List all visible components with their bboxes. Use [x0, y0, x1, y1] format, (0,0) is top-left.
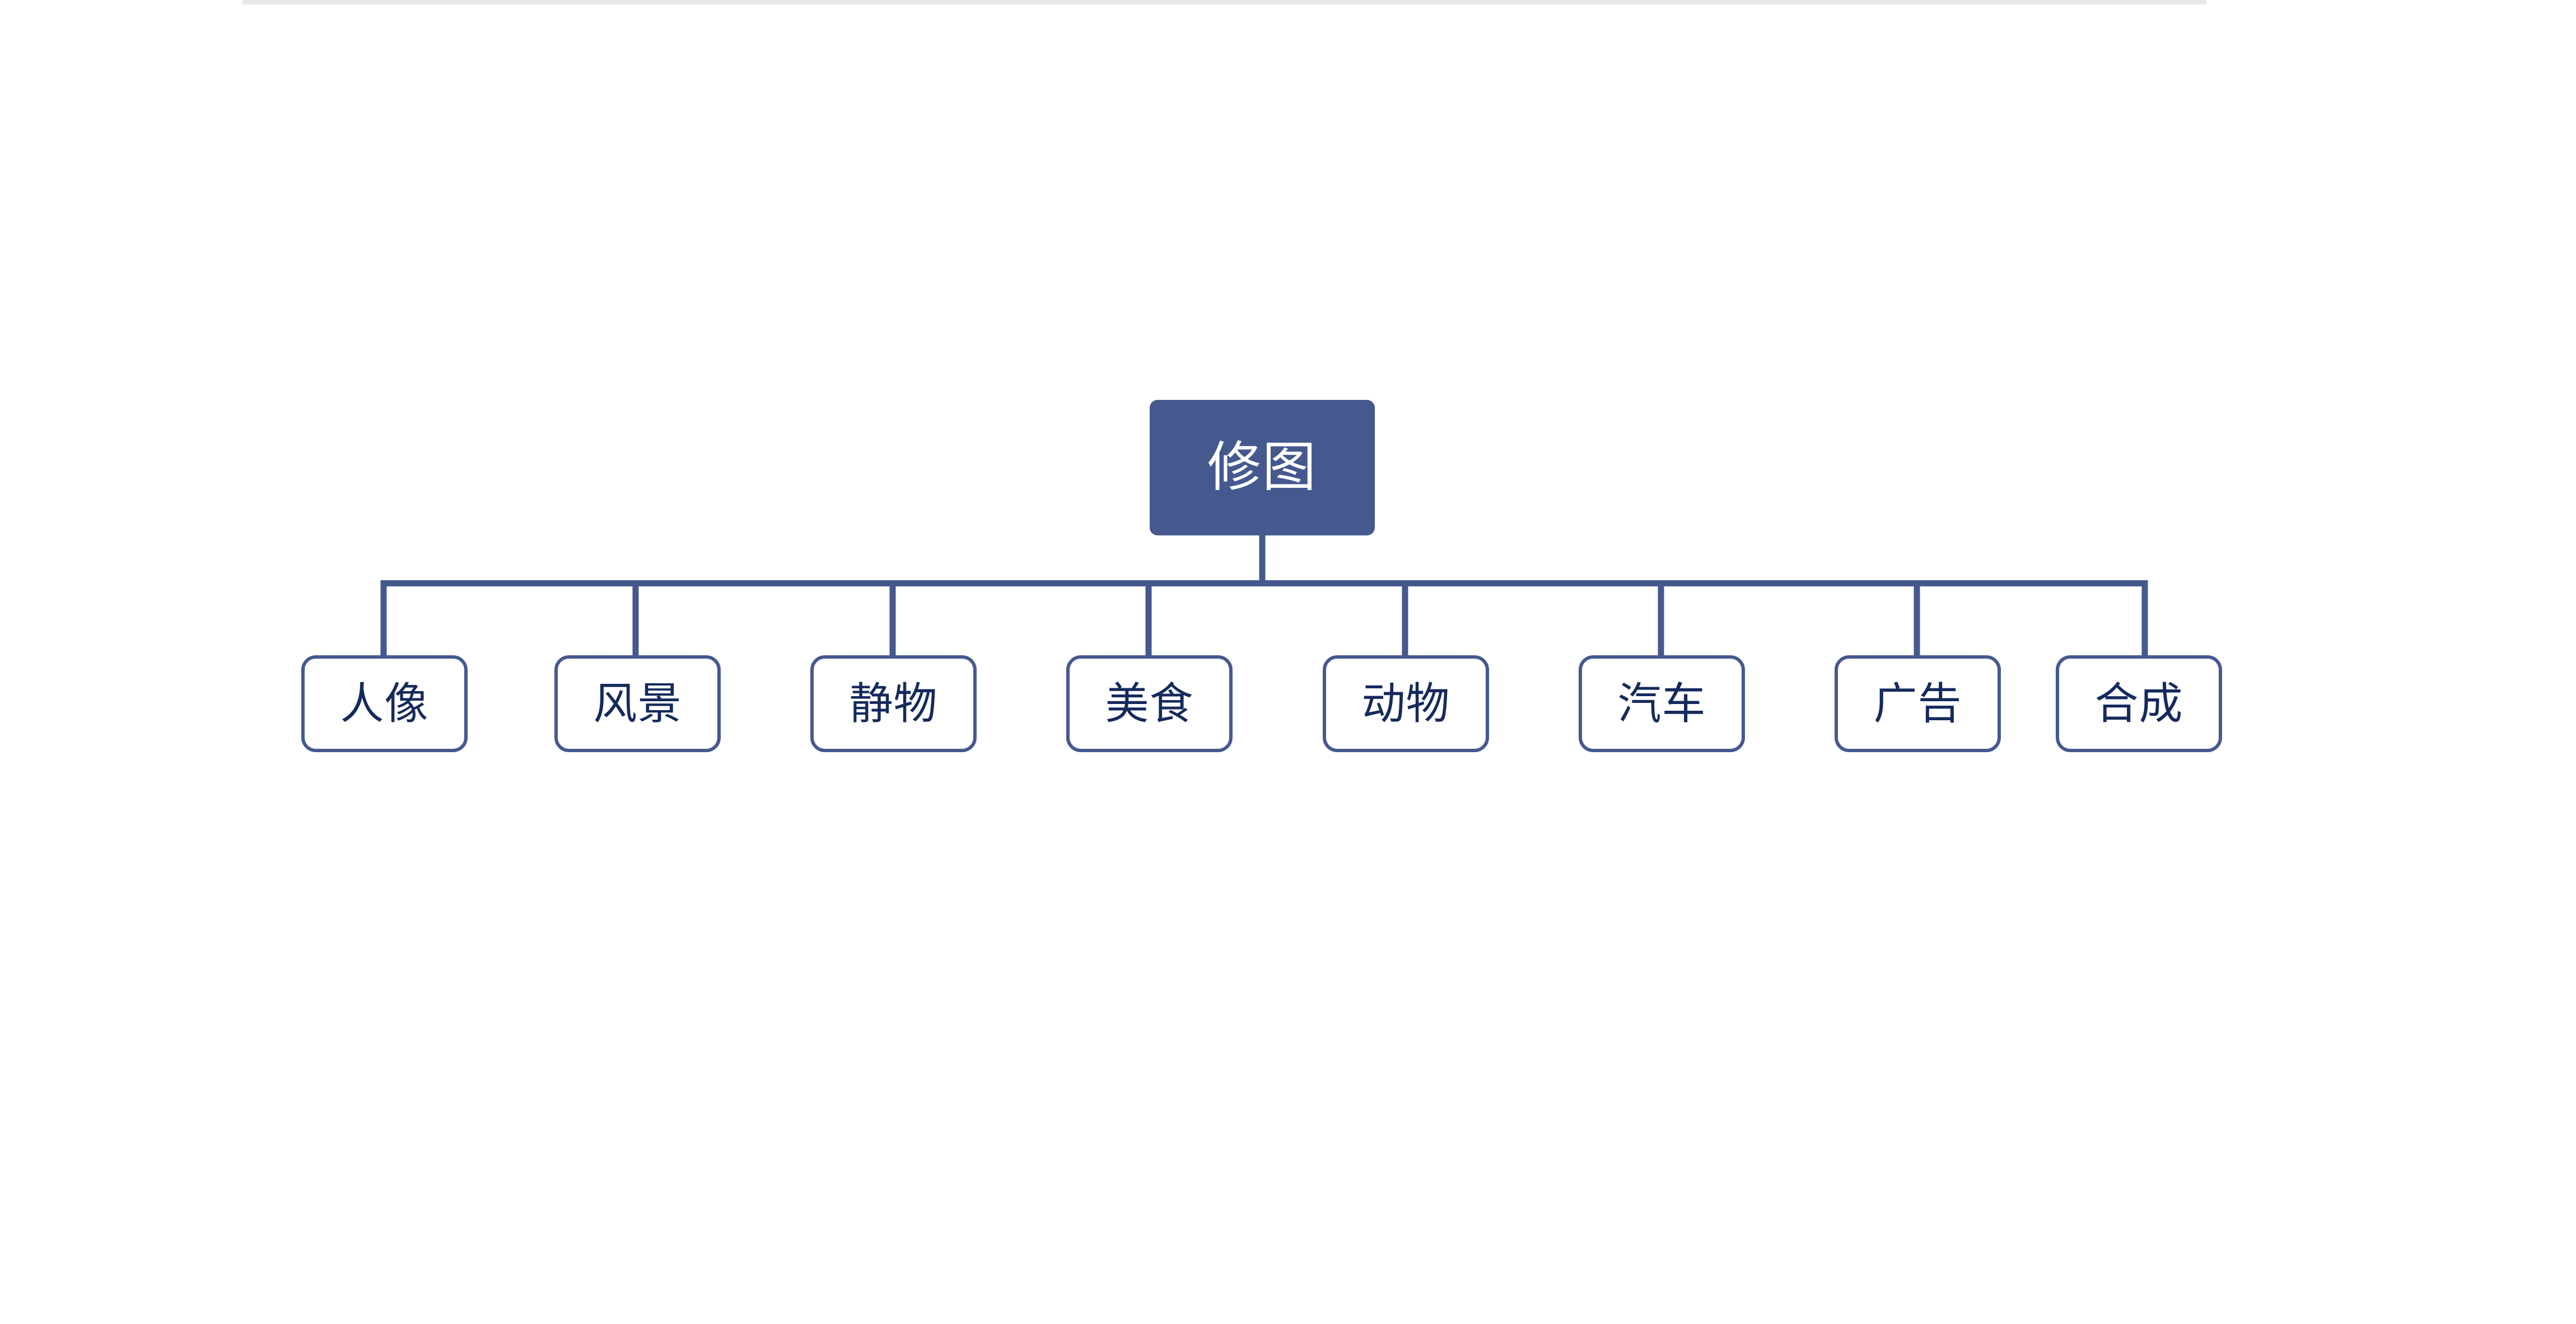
- child-node-label: 静物: [849, 678, 938, 728]
- child-stem-line-3: [889, 580, 896, 658]
- root-node-xiutu[interactable]: 修图: [1150, 400, 1375, 535]
- child-stem-line-1: [380, 580, 387, 658]
- child-node-label: 合成: [2094, 678, 2183, 728]
- child-node-5[interactable]: 动物: [1323, 655, 1489, 752]
- child-stem-line-6: [1658, 580, 1664, 658]
- child-node-label: 风景: [593, 678, 682, 728]
- child-node-8[interactable]: 合成: [2056, 655, 2222, 752]
- child-node-3[interactable]: 静物: [810, 655, 977, 752]
- child-node-2[interactable]: 风景: [554, 655, 721, 752]
- child-stem-line-4: [1145, 580, 1152, 658]
- top-divider-rule: [242, 0, 2206, 4]
- root-stem-line: [1259, 534, 1266, 586]
- child-node-label: 美食: [1105, 678, 1194, 728]
- horizontal-bus-line: [381, 580, 2145, 586]
- root-node-label: 修图: [1207, 437, 1317, 498]
- child-node-1[interactable]: 人像: [301, 655, 468, 752]
- child-node-label: 广告: [1873, 678, 1962, 728]
- child-node-4[interactable]: 美食: [1066, 655, 1233, 752]
- child-stem-line-5: [1402, 580, 1408, 658]
- child-stem-line-8: [2141, 580, 2148, 658]
- child-node-7[interactable]: 广告: [1835, 655, 2001, 752]
- child-node-label: 汽车: [1617, 678, 1706, 728]
- child-stem-line-2: [632, 580, 639, 658]
- child-node-label: 人像: [340, 678, 429, 728]
- child-node-6[interactable]: 汽车: [1579, 655, 1745, 752]
- child-node-label: 动物: [1361, 678, 1450, 728]
- child-stem-line-7: [1914, 580, 1920, 658]
